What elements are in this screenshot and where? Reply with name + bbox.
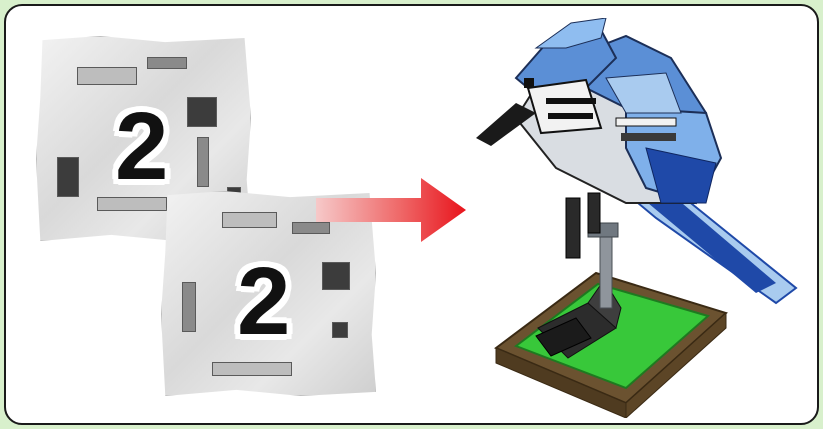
bag-brick <box>182 282 196 332</box>
bag-brick <box>322 262 350 290</box>
bag-brick <box>332 322 348 338</box>
blue-jay-model-icon <box>476 18 816 418</box>
bag-brick <box>212 362 292 376</box>
instruction-panel: 2 2 <box>4 4 819 425</box>
bag-count-label: 2 <box>115 99 168 195</box>
bag-brick <box>197 137 209 187</box>
bag-brick <box>77 67 137 85</box>
arrow-right-icon <box>316 178 466 242</box>
bag-count-label: 2 <box>237 254 290 350</box>
bag-brick <box>147 57 187 69</box>
bag-brick <box>57 157 79 197</box>
bag-brick <box>187 97 217 127</box>
bag-brick <box>222 212 277 228</box>
